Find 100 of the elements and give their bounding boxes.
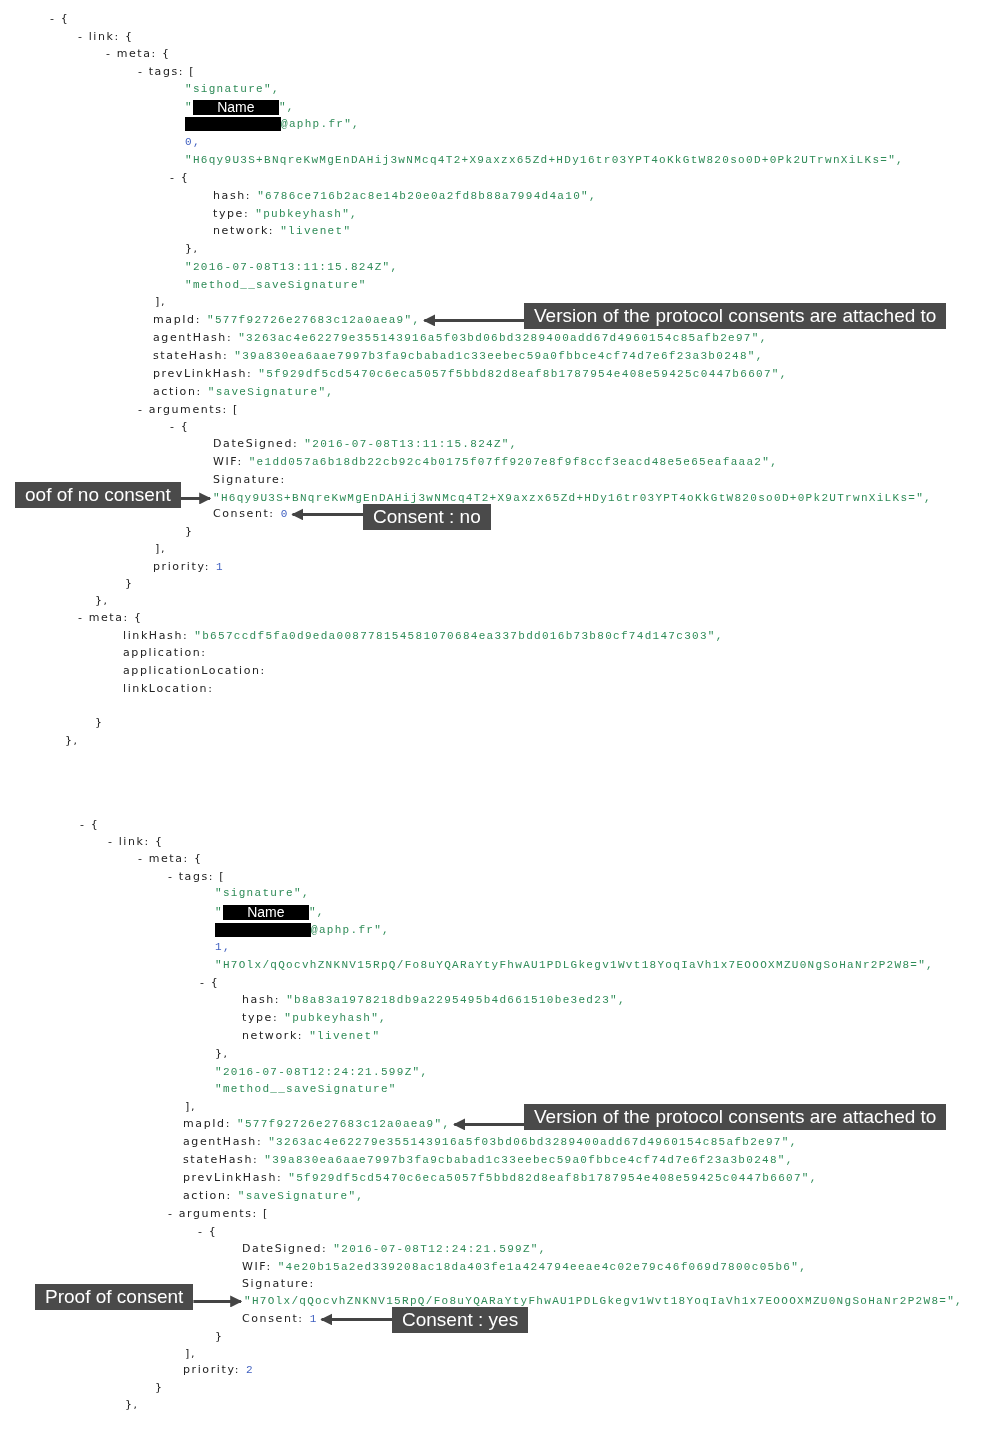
callout-label: Proof of consent [35,1284,194,1310]
json-key: mapId: [153,312,201,329]
json-key: - link: { [108,834,164,851]
json-key: - meta: { [138,851,203,868]
json-key: type: [213,206,250,223]
json-bracket: - { [50,11,70,28]
json-key: action: [183,1188,232,1205]
string-value: "5f929df5cd5470c6eca5057f5bbd82d8eaf8b1787954e408e59425c0447b6607", [258,367,788,383]
json-key: priority: [153,559,210,576]
json-key: application: [123,645,207,662]
string-value: "2016-07-08T13:11:15.824Z", [304,437,518,453]
json-bracket: } [155,1380,164,1397]
string-value: "livenet" [309,1029,381,1045]
json-key: Consent: [213,506,275,523]
json-bracket: }, [125,1397,139,1414]
string-value: "39a830ea6aae7997b3fa9cbabad1c33eebec59a0fbbce4cf74d7e6f23a3b0248", [234,349,764,365]
string-value: "5f929df5cd5470c6eca5057f5bbd82d8eaf8b1787954e408e59425c0447b6607", [288,1171,818,1187]
string-value: "signature", [215,886,310,902]
json-key: - tags: [ [138,64,196,81]
json-key: DateSigned: [242,1241,328,1258]
json-key: priority: [183,1362,240,1379]
callout-label: Version of the protocol consents are attached to [524,1104,947,1130]
json-key: applicationLocation: [123,663,266,680]
string-value: "2016-07-08T13:11:15.824Z", [185,260,399,276]
json-key: - arguments: [ [138,402,239,419]
string-value: "method__saveSignature" [215,1082,397,1098]
string-value: " [215,905,223,921]
json-bracket: - { [170,419,190,436]
string-value: "pubkeyhash", [284,1011,387,1027]
leader-arrow [453,1118,524,1131]
json-key: - meta: { [106,46,171,63]
json-key: prevLinkHash: [183,1170,283,1187]
leader-arrow [180,492,212,505]
string-value: @aphp.fr", [281,117,360,133]
string-value: "577f92726e27683c12a0aea9", [207,312,421,329]
json-bracket: }, [65,733,79,750]
json-key: Consent: [242,1311,304,1328]
string-value: "e1dd057a6b18db22cb92c4b0175f07ff9207e8f9f8ccf3eacd48e5e65eafaaa2", [248,455,779,471]
json-bracket: ], [185,1346,196,1363]
json-bracket: } [95,715,104,732]
callout-label: oof of no consent [15,482,181,508]
json-bracket: - { [170,170,190,187]
string-value: "saveSignature", [237,1189,365,1205]
json-bracket: ], [155,294,166,311]
json-key: hash: [213,188,252,205]
json-bracket: - { [198,1224,218,1241]
string-value: "signature", [185,82,280,98]
json-key: action: [153,384,202,401]
string-value: "3263ac4e62279e355143916a5f03bd06bd3289400add67d4960154c85afb2e97", [268,1135,798,1151]
json-bracket: ], [155,541,166,558]
leader-arrow [423,314,524,327]
string-value: "b8a83a1978218db9a2295495b4d661510be3ed23", [286,993,626,1009]
string-value: ", [308,905,325,921]
json-key: agentHash: [183,1134,263,1151]
number-value: 1 [309,1311,318,1328]
json-bracket: }, [215,1046,229,1063]
json-key: - link: { [78,29,134,46]
string-value: "livenet" [280,224,352,240]
string-value: "H6qy9U3S+BNqreKwMgEnDAHij3wNMcq4T2+X9axzx65Zd+HDy16tr03YPT4oKkGtW820so0D+0Pk2UTrwnXiLKs=", [213,490,932,507]
string-value: "H7Olx/qQocvhZNKNV15RpQ/Fo8uYQARaYtyFhwAU1PDLGkegv1Wvt18YoqIaVh1x7EOOOXMZU0NgSoHaNr2P2W8=", [215,958,934,974]
json-bracket: } [215,1329,224,1346]
json-bracket: - { [200,975,220,992]
leader-arrow [291,508,363,521]
json-bracket: }, [185,241,199,258]
callout-label: Consent : no [363,504,491,530]
redacted-name: Name [222,904,309,920]
json-key: linkLocation: [123,681,214,698]
json-key: network: [213,223,275,240]
string-value: "6786ce716b2ac8e14b20e0a2fd8b88a7994d4a10", [257,189,597,205]
json-key: DateSigned: [213,436,299,453]
string-value: "2016-07-08T12:24:21.599Z", [333,1242,547,1258]
string-value: "3263ac4e62279e355143916a5f03bd06bd3289400add67d4960154c85afb2e97", [238,331,768,347]
string-value: "method__saveSignature" [185,278,367,294]
callout-label: Version of the protocol consents are attached to [524,303,947,329]
string-value: "2016-07-08T12:24:21.599Z", [215,1065,429,1081]
json-key: prevLinkHash: [153,366,253,383]
string-value: "H6qy9U3S+BNqreKwMgEnDAHij3wNMcq4T2+X9axzx65Zd+HDy16tr03YPT4oKkGtW820so0D+0Pk2UTrwnXiLKs=", [185,153,904,169]
json-bracket: } [125,576,134,593]
json-bracket: ], [185,1099,196,1116]
json-key: WIF: [242,1259,272,1276]
json-key: Signature: [242,1276,315,1293]
string-value: "saveSignature", [207,385,335,401]
string-value: "577f92726e27683c12a0aea9", [237,1116,451,1133]
json-key: stateHash: [153,348,229,365]
number-value: 1, [215,940,231,956]
json-key: - tags: [ [168,869,226,886]
string-value: "39a830ea6aae7997b3fa9cbabad1c33eebec59a0fbbce4cf74d7e6f23a3b0248", [264,1153,794,1169]
number-value: 1 [216,560,224,576]
string-value: "pubkeyhash", [255,207,358,223]
json-key: agentHash: [153,330,233,347]
json-key: stateHash: [183,1152,259,1169]
number-value: 0, [185,135,201,151]
json-key: - meta: { [78,610,143,627]
string-value: " [185,100,193,116]
json-key: WIF: [213,454,243,471]
json-key: type: [242,1010,279,1027]
number-value: 0 [280,506,289,523]
string-value: "H7Olx/qQocvhZNKNV15RpQ/Fo8uYQARaYtyFhwAU1PDLGkegv1Wvt18YoqIaVh1x7EOOOXMZU0NgSoHaNr2P2W8=", [244,1293,963,1310]
json-bracket: }, [95,593,109,610]
redacted-name: Name [192,99,279,115]
